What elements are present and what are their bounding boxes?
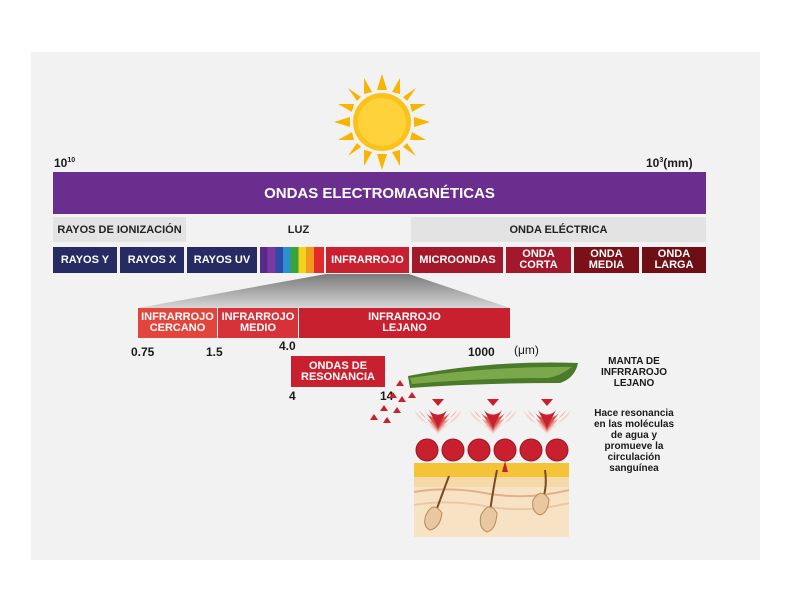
band-infrarrojo-medio: INFRARROJO MEDIO [218,308,298,338]
band-infrarrojo: INFRARROJO [326,247,409,273]
side-title: MANTA DE INFRRAROJO LEJANO [600,356,668,389]
scale-left-label: 1010 [54,156,76,170]
resonance-start: 4 [289,389,296,403]
tick-0-75: 0.75 [131,345,155,359]
band-microondas: MICROONDAS [412,247,503,273]
band-infrarrojo-cercano: INFRARROJO CERCANO [138,308,217,338]
tick-1000: 1000 [468,345,495,359]
band-ondas-resonancia: ONDAS DE RESONANCIA [291,356,385,387]
band-rayos-uv: RAYOS UV [187,247,257,273]
section-onda-electrica: ONDA ELÉCTRICA [411,217,706,242]
scale-right-label: 103(mm) [646,156,693,170]
tick-4-0: 4.0 [279,339,296,353]
band-onda-larga: ONDA LARGA [642,247,706,273]
side-description: Hace resonancia en las moléculas de agua… [593,408,675,474]
header-bar: ONDAS ELECTROMAGNÉTICAS [53,172,706,214]
band-onda-corta: ONDA CORTA [506,247,571,273]
band-rayos-y: RAYOS Y [53,247,117,273]
tick-unit: (μm) [514,343,539,357]
band-infrarrojo-lejano: INFRARROJO LEJANO [299,308,510,338]
band-rayos-x: RAYOS X [120,247,184,273]
section-ionizacion: RAYOS DE IONIZACIÓN [53,217,186,242]
sun-icon [334,74,430,170]
tick-1-5: 1.5 [206,345,223,359]
resonance-end: 14 [380,389,394,403]
visible-light-band [260,247,324,273]
section-luz: LUZ [186,217,411,242]
band-onda-media: ONDA MEDIA [574,247,639,273]
